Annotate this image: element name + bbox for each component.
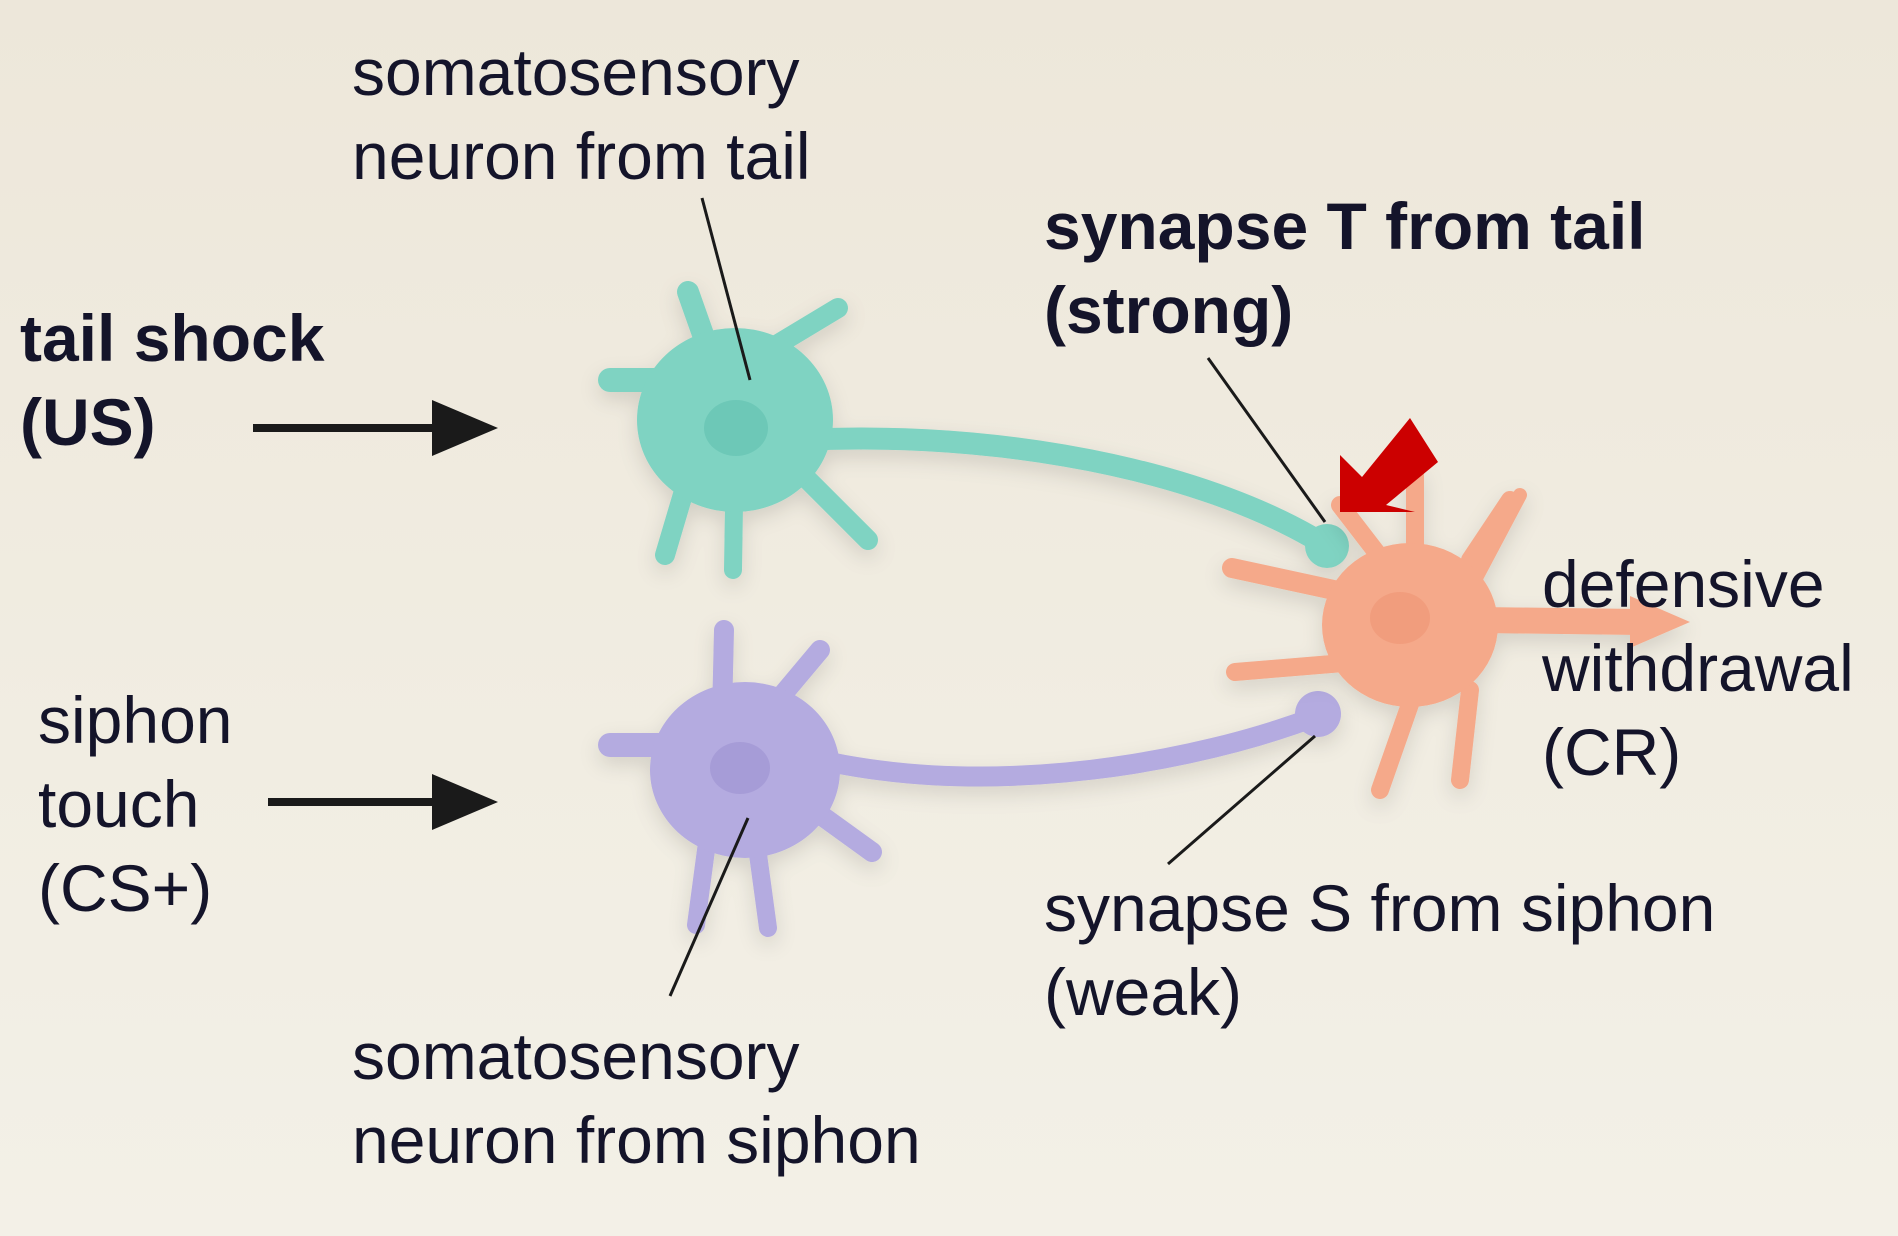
withdrawal-response-label: defensive withdrawal (CR) xyxy=(1542,547,1854,789)
tail-neuron-pointer-line xyxy=(700,197,752,381)
label-pointer-lines xyxy=(668,197,1327,997)
siphon-touch-arrow-icon xyxy=(268,774,498,830)
tail-neuron-label: somatosensory neuron from tail xyxy=(352,35,811,193)
synapse-s-label: synapse S from siphon (weak) xyxy=(1044,871,1716,1029)
motor-neuron-nucleus xyxy=(1370,592,1430,644)
siphon-sensory-neuron xyxy=(598,620,1341,937)
motor-output-arrowhead xyxy=(1630,596,1690,648)
motor-neuron-axon xyxy=(1467,607,1653,635)
synapse-t-pointer-line xyxy=(1206,357,1327,523)
motor-neuron xyxy=(1222,466,1690,799)
highlight-arrow-icon xyxy=(1340,418,1438,512)
synapse-t-label: synapse T from tail (strong) xyxy=(1044,189,1646,347)
tail-neuron-nucleus xyxy=(704,400,768,456)
siphon-neuron-axon xyxy=(810,708,1322,787)
tail-shock-label: tail shock (US) xyxy=(20,301,325,459)
siphon-neuron-pointer-line xyxy=(668,817,750,997)
synapse-s-terminal xyxy=(1295,691,1341,737)
tail-shock-arrow-icon xyxy=(253,400,498,456)
tail-sensory-neuron xyxy=(598,281,1349,579)
synapse-t-terminal xyxy=(1305,524,1349,568)
tail-neuron-axon xyxy=(789,427,1331,553)
synapse-s-pointer-line xyxy=(1167,734,1316,866)
siphon-neuron-label: somatosensory neuron from siphon xyxy=(352,1019,921,1177)
siphon-touch-label: siphon touch (CS+) xyxy=(38,683,233,925)
siphon-neuron-nucleus xyxy=(710,742,770,794)
